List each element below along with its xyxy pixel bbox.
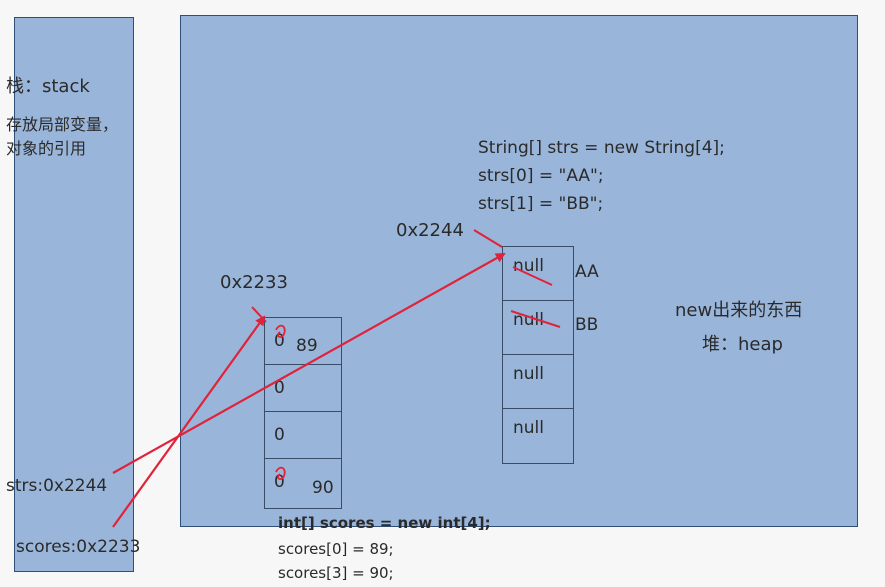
string-array-cell-value: null	[513, 310, 544, 330]
string-array-cell: null	[502, 300, 574, 356]
code-scores-0: scores[0] = 89;	[278, 540, 394, 558]
stack-description-line1: 存放局部变量，	[6, 115, 119, 134]
int-array-cell: 0	[264, 364, 342, 413]
stack-var-strs: strs:0x2244	[6, 476, 108, 496]
int-array-cell-value: 0	[274, 425, 285, 445]
code-string-array-decl: String[] strs = new String[4];	[478, 138, 725, 159]
string-array-new-value-1: BB	[575, 315, 599, 335]
code-strs-1: strs[1] = "BB";	[478, 194, 604, 214]
code-scores-3: scores[3] = 90;	[278, 564, 394, 582]
string-array-cell-value: null	[513, 418, 544, 438]
string-array-cell-value: null	[513, 364, 544, 384]
stack-var-scores: scores:0x2233	[16, 537, 141, 557]
int-array-cell: 0	[264, 411, 342, 460]
code-int-array-decl: int[] scores = new int[4];	[278, 514, 491, 532]
stack-title: 栈：stack	[6, 76, 90, 97]
string-array-cell: null	[502, 408, 574, 464]
int-array-new-value-0: 89	[296, 336, 318, 356]
int-array-new-value-3: 90	[312, 478, 334, 498]
stack-description-line2: 对象的引用	[6, 139, 87, 158]
string-array-cell-value: null	[513, 256, 544, 276]
code-strs-0: strs[0] = "AA";	[478, 166, 604, 186]
int-array-cell-value: 0	[274, 472, 285, 492]
code-string-array-decl-text: String[] strs = new String[4];	[478, 138, 725, 158]
string-array-new-value-0: AA	[575, 262, 599, 282]
heap-title-line1: new出来的东西	[675, 300, 803, 321]
string-array-cell: null	[502, 246, 574, 302]
int-array-address: 0x2233	[220, 272, 288, 293]
heap-title-line2: 堆：heap	[702, 334, 783, 355]
string-array: null null null null	[502, 246, 574, 464]
string-array-address: 0x2244	[396, 220, 464, 241]
int-array-cell-value: 0	[274, 331, 285, 351]
int-array-cell-value: 0	[274, 378, 285, 398]
string-array-cell: null	[502, 354, 574, 410]
